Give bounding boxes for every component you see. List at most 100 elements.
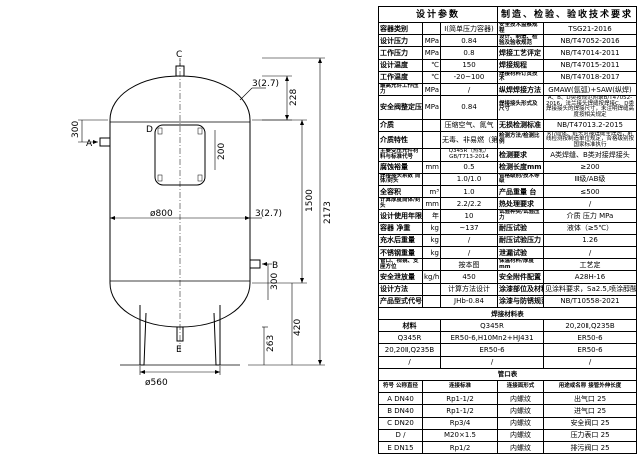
design-unit: mm	[422, 160, 441, 174]
design-label: 最高允许工作压力	[378, 82, 423, 97]
design-label: 容器类别	[378, 21, 423, 36]
tech-label: 焊接材料订货技术	[497, 70, 544, 84]
nozzle-e	[176, 326, 184, 342]
tech-label: 产品重量 台	[497, 185, 544, 199]
design-label: 产品型式代号	[378, 294, 423, 308]
tech-value: TSG21-2016	[542, 21, 638, 36]
label-fillet-2: 3(2.7)	[255, 209, 282, 219]
dim-228: 228	[289, 89, 299, 106]
materials-cell: ER50-6	[542, 343, 638, 357]
tech-label: 试验种类/试验压力	[497, 209, 544, 223]
nozzle-b	[249, 259, 261, 269]
design-label: 工作温度	[378, 70, 423, 84]
nozzles-header: 符号 公称直径	[378, 380, 423, 394]
dim-420: 420	[293, 319, 303, 336]
materials-header: 材料	[378, 319, 441, 333]
tech-value: 1.26	[542, 233, 638, 247]
materials-cell: ER50-6,H10Mn2+HJ431	[440, 331, 544, 345]
vessel-shell	[109, 75, 251, 328]
tech-value: 液体（≥5℃）	[542, 221, 638, 235]
label-e: E	[176, 345, 182, 355]
design-label: 设计方法	[378, 282, 423, 296]
tech-value: NB/T47018-2017	[542, 70, 638, 84]
design-value: JHb-0.84	[440, 294, 498, 308]
design-unit: kg	[422, 221, 441, 235]
design-label: 介质特性	[378, 130, 423, 150]
tech-value: NB/T47015-2011	[542, 58, 638, 72]
design-unit: kg	[422, 245, 441, 260]
dim-diam-800: ø800	[150, 209, 173, 219]
dim-300-lower: 300	[270, 273, 280, 290]
nozzles-cell: 出气口 25	[542, 392, 638, 406]
design-value: 0.84	[440, 95, 498, 120]
tech-label: 检测要求	[497, 148, 544, 162]
nozzles-title-row: 管口表	[377, 367, 638, 382]
design-unit	[422, 118, 441, 132]
design-value: 0.8	[440, 46, 498, 60]
nozzles-cell: A DN40	[378, 392, 423, 406]
materials-cell: ER50-6	[542, 331, 638, 345]
dim-diam-560: ø560	[145, 378, 168, 388]
nozzles-cell: Rp1/2	[422, 440, 498, 454]
nozzles-cell: 安全阀口 25	[542, 416, 638, 430]
tech-value: NB/T10558-2021	[542, 294, 638, 308]
tech-label: 保温材料/厚度mm	[497, 258, 544, 272]
dim-200: 200	[217, 143, 227, 160]
tech-label: 焊接工艺评定	[497, 46, 544, 60]
nozzles-cell: E DN15	[378, 440, 423, 454]
design-label: 安全阀整定压力	[378, 95, 423, 120]
nozzles-header-row: 符号 公称直径连接标准连接面形式用途或名称 接管外伸长度	[378, 380, 638, 394]
materials-row: ///	[378, 355, 638, 369]
design-value: 1.0	[440, 185, 498, 199]
design-label: 设计温度	[378, 58, 423, 72]
nozzles-cell: 内螺纹	[497, 416, 544, 430]
tech-value: RT/筒体、封头对接焊缝全焊透，射线检测按制造单位规定，合格级别按国家标准执行	[542, 130, 638, 150]
design-label: 管口、视镜、支座方位	[378, 258, 423, 272]
design-label: 腐蚀裕量	[378, 160, 423, 174]
tech-value: Ⅲ级/AB级	[542, 172, 638, 187]
design-label: 安全泄放量	[378, 270, 423, 284]
design-unit: MPa	[422, 34, 441, 48]
nozzles-cell: 内螺纹	[497, 440, 544, 454]
materials-cell: /	[378, 355, 441, 369]
nozzles-cell: C DN20	[378, 416, 423, 430]
design-value: Ⅰ(简单压力容器)	[440, 21, 498, 36]
nozzles-header: 连接面形式	[497, 380, 544, 394]
design-value: 1.0/1.0	[440, 172, 498, 187]
design-value: Q345R（热轧）GB/T713-2014	[440, 148, 498, 162]
design-value: ~137	[440, 221, 498, 235]
dim-300-left: 300	[71, 121, 81, 138]
nozzles-cell: 进气口 25	[542, 404, 638, 418]
design-unit: kg/h	[422, 270, 441, 284]
label-d: D	[146, 125, 153, 135]
nozzles-cell: 压力表口 25	[542, 428, 638, 442]
dim-263: 263	[266, 335, 276, 352]
design-value: /	[440, 245, 498, 260]
nozzles-header: 连接标准	[422, 380, 498, 394]
materials-title: 焊接材料表	[377, 306, 638, 321]
design-label: 计算厚度筒体/封头	[378, 197, 423, 211]
tech-label: 焊接接头形式及尺寸	[497, 95, 544, 120]
nozzles-cell: Rp3/4	[422, 416, 498, 430]
tech-label: 合格级别/技术等级	[497, 172, 544, 187]
design-value: /	[440, 82, 498, 97]
label-b: B	[272, 261, 278, 271]
nozzles-cell: B DN40	[378, 404, 423, 418]
